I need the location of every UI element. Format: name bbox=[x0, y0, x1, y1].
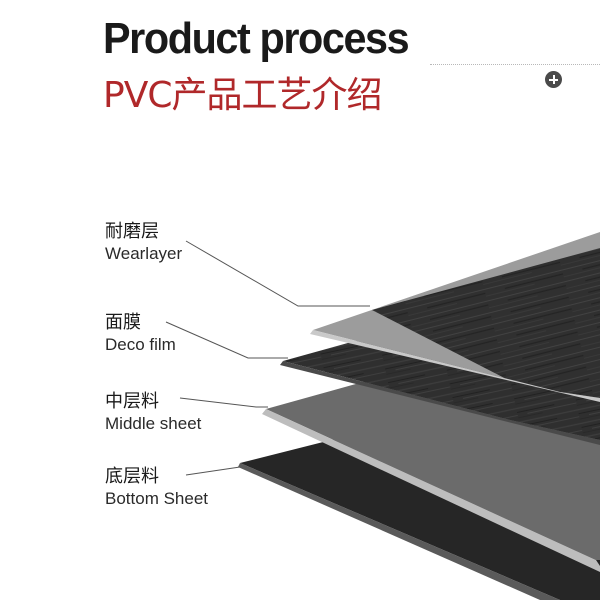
leader-line-middle-sheet bbox=[179, 397, 268, 408]
label-deco-film-en: Deco film bbox=[105, 335, 176, 354]
page-title: Product process bbox=[103, 14, 410, 63]
header-divider bbox=[430, 64, 600, 65]
leader-line-bottom-sheet bbox=[185, 466, 241, 476]
label-wearlayer: 耐磨层 Wearlayer bbox=[105, 221, 182, 264]
label-middle-sheet: 中层料 Middle sheet bbox=[105, 391, 201, 434]
plus-circle-icon[interactable] bbox=[545, 71, 562, 88]
label-middle-sheet-en: Middle sheet bbox=[105, 414, 202, 433]
leader-line-wearlayer bbox=[185, 240, 370, 307]
label-deco-film: 面膜 Deco film bbox=[105, 312, 176, 355]
label-bottom-sheet-cn: 底层料 bbox=[105, 466, 159, 487]
label-bottom-sheet-en: Bottom Sheet bbox=[105, 489, 209, 508]
label-bottom-sheet: 底层料 Bottom Sheet bbox=[105, 466, 208, 509]
label-wearlayer-en: Wearlayer bbox=[105, 244, 183, 263]
page-subtitle: PVC产品工艺介绍 bbox=[103, 75, 382, 116]
label-middle-sheet-cn: 中层料 bbox=[105, 391, 159, 412]
wearlayer-layer bbox=[310, 232, 600, 402]
label-deco-film-cn: 面膜 bbox=[105, 312, 141, 333]
label-wearlayer-cn: 耐磨层 bbox=[105, 221, 159, 242]
leader-line-deco-film bbox=[165, 321, 288, 359]
